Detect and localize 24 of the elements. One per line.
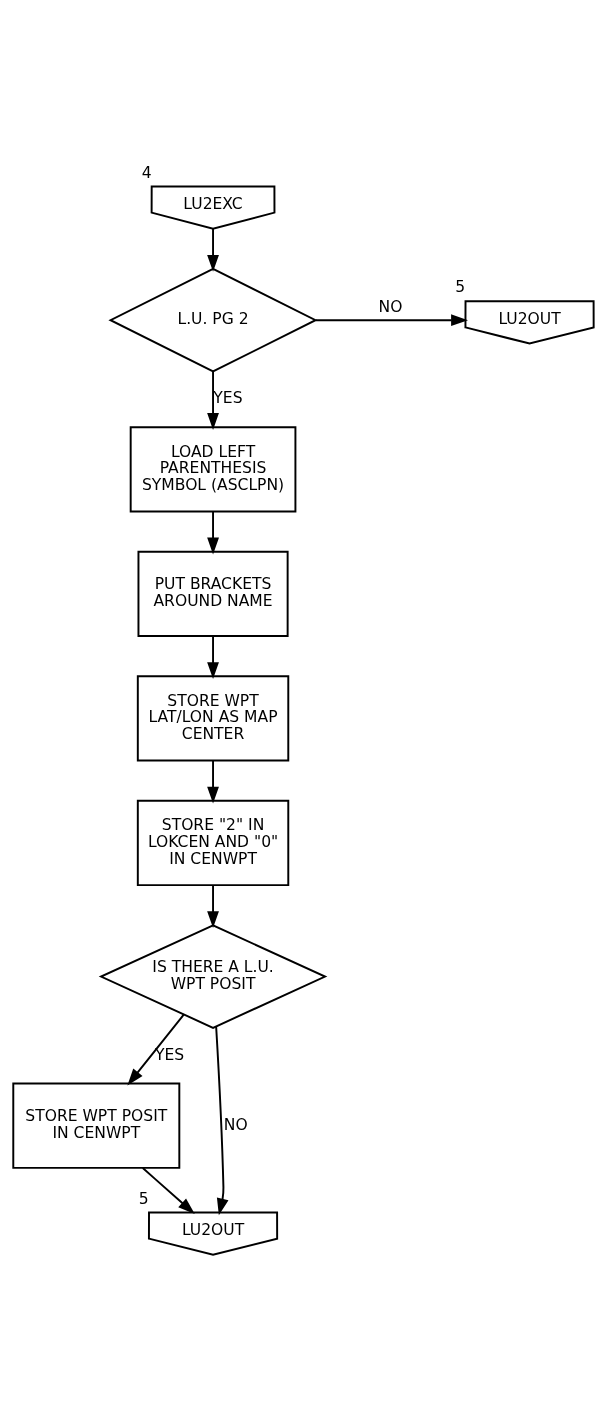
node-box: LOAD LEFT PARENTHESIS SYMBOL (ASCLPN) bbox=[129, 425, 297, 512]
node-label: 5 bbox=[138, 1189, 149, 1208]
edge-label: YES bbox=[154, 1045, 185, 1064]
edge-label: NO bbox=[223, 1115, 248, 1134]
node-box: PUT BRACKETS AROUND NAME bbox=[137, 550, 289, 637]
node-box: STORE "2" IN LOKCEN AND "0" IN CENWPT bbox=[136, 799, 290, 886]
node-box: STORE WPT POSIT IN CENWPT bbox=[12, 1082, 181, 1169]
node-diamond: L.U. PG 2 bbox=[108, 267, 318, 373]
edge-label: YES bbox=[213, 388, 243, 407]
arrow bbox=[141, 1166, 195, 1214]
node-box: STORE WPT LAT/LON AS MAP CENTER bbox=[136, 674, 290, 762]
arrow bbox=[207, 759, 219, 804]
node-diamond: IS THERE A L.U. WPT POSIT bbox=[98, 923, 328, 1029]
arrow bbox=[207, 510, 219, 554]
node-label: 4 bbox=[141, 163, 152, 182]
node-label: 5 bbox=[455, 277, 466, 296]
arrow bbox=[127, 1013, 185, 1085]
arrow bbox=[215, 1025, 229, 1215]
arrow bbox=[207, 883, 219, 928]
edge-label: NO bbox=[378, 297, 403, 316]
arrow bbox=[207, 227, 219, 272]
arrow bbox=[314, 313, 468, 326]
arrow bbox=[207, 370, 219, 430]
arrow bbox=[207, 634, 219, 679]
